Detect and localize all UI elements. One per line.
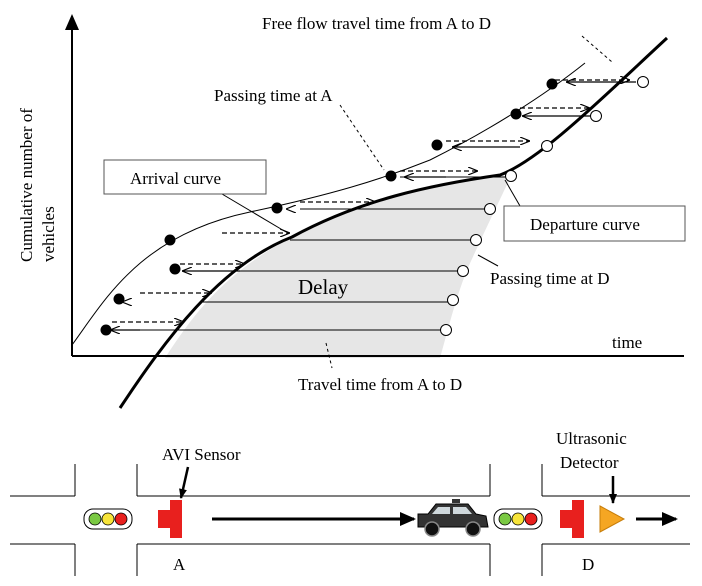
car-icon xyxy=(417,499,489,537)
x-axis-label: time xyxy=(612,333,642,352)
road-schematic xyxy=(10,464,690,576)
free-flow-label: Free flow travel time from A to D xyxy=(262,14,491,33)
avi-sensor-label: AVI Sensor xyxy=(162,445,241,464)
arrival-curve-label: Arrival curve xyxy=(130,169,221,188)
departure-curve xyxy=(118,36,669,409)
point-a-label: A xyxy=(173,555,186,574)
passing-a-dots xyxy=(100,78,558,336)
departure-curve-box xyxy=(503,205,686,242)
travel-time-label: Travel time from A to D xyxy=(298,375,462,394)
traffic-signal-2 xyxy=(493,508,543,530)
leader-lines-solid xyxy=(221,179,521,267)
point-d-label: D xyxy=(582,555,594,574)
arrival-curve-box xyxy=(103,159,267,195)
ultrasonic-label-line1: Ultrasonic xyxy=(556,429,627,448)
passing-a-label: Passing time at A xyxy=(214,86,333,105)
delay-label: Delay xyxy=(298,275,349,299)
departure-curve-label: Departure curve xyxy=(530,215,640,234)
avi-sensor-pointer xyxy=(179,466,190,499)
ultrasonic-label-line2: Detector xyxy=(560,453,619,472)
sensor-d-icon xyxy=(560,500,584,538)
ultrasonic-detector-icon xyxy=(599,505,626,533)
y-axis-label-line1: Cumulative number of xyxy=(17,108,36,262)
passing-d-dots xyxy=(440,76,649,336)
travel-time-arrows xyxy=(110,82,636,330)
leader-lines xyxy=(325,35,613,369)
passing-d-label: Passing time at D xyxy=(490,269,609,288)
avi-sensor-icon xyxy=(158,500,182,538)
delay-region xyxy=(165,176,511,358)
y-axis-label-line2: vehicles xyxy=(39,206,58,262)
traffic-signal-1 xyxy=(83,508,133,530)
